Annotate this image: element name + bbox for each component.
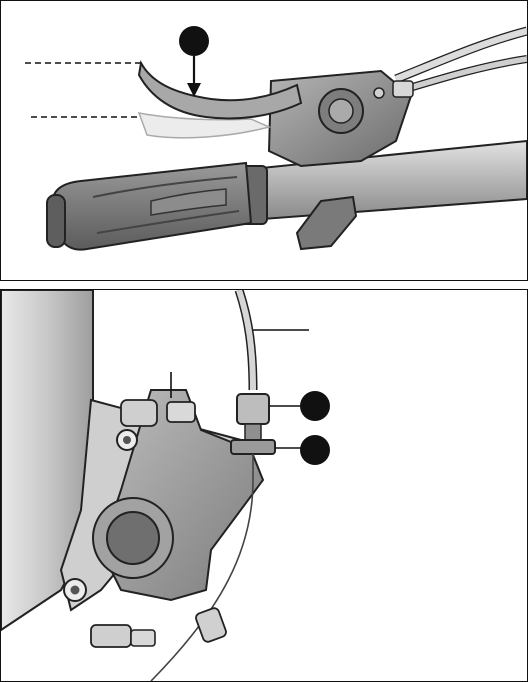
clamp-bolt xyxy=(374,88,384,98)
caliper-bolt-top xyxy=(167,402,195,422)
cable-adjuster-barrel xyxy=(237,394,269,424)
caliper-illustration xyxy=(1,290,527,681)
caliper-bolt-bottom xyxy=(91,625,131,647)
caliper-panel xyxy=(0,289,528,682)
lever-illustration xyxy=(1,1,527,280)
adjuster-locknut xyxy=(231,440,275,454)
lever-panel xyxy=(0,0,528,281)
cable-adjuster-top xyxy=(393,81,413,97)
adjuster-threads xyxy=(245,424,261,440)
grip-end-cap xyxy=(47,195,65,247)
callout-dot-lever xyxy=(179,26,209,56)
callout-dot-adjuster xyxy=(300,391,330,421)
cable-anchor xyxy=(195,607,228,643)
callout-dot-locknut xyxy=(300,435,330,465)
